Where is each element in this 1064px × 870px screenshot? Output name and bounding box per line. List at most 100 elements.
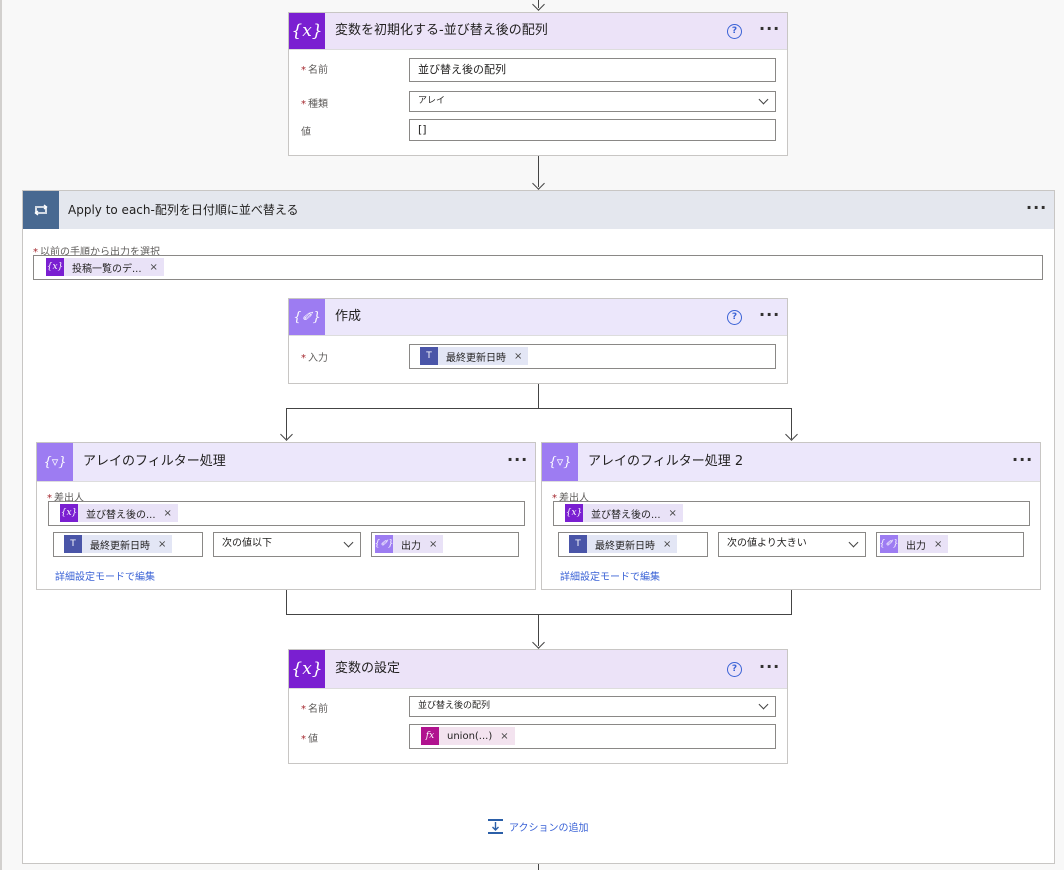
remove-token-icon[interactable]: × <box>668 507 677 519</box>
select-output-label: *以前の手順から出力を選択 <box>33 247 160 258</box>
name-field[interactable]: 並び替え後の配列 <box>409 58 776 82</box>
remove-token-icon[interactable]: × <box>663 538 672 550</box>
token-last-modified[interactable]: T 最終更新日時 × <box>569 535 678 553</box>
filter-array-card-1[interactable]: {▿} アレイのフィルター処理 ··· *差出人 {x} 並び替え後の... ×… <box>36 442 536 590</box>
type-dropdown[interactable]: アレイ <box>409 91 776 112</box>
condition-right-field[interactable]: {✐} 出力 × <box>371 532 519 557</box>
help-icon[interactable]: ? <box>727 24 742 39</box>
left-edge <box>0 0 2 870</box>
value-label: *値 <box>301 734 318 745</box>
operator-value: 次の値以下 <box>222 538 272 549</box>
token-label: 出力 <box>906 540 926 552</box>
token-output[interactable]: {✐} 出力 × <box>375 535 444 553</box>
more-options-icon[interactable]: ··· <box>1026 198 1048 217</box>
remove-token-icon[interactable]: × <box>934 538 943 550</box>
loop-icon <box>23 191 59 229</box>
variable-icon: {x} <box>60 504 78 522</box>
connector-split-stem <box>538 384 539 408</box>
remove-token-icon[interactable]: × <box>158 538 167 550</box>
token-last-modified[interactable]: T 最終更新日時 × <box>64 535 173 553</box>
filter1-header[interactable]: {▿} アレイのフィルター処理 ··· <box>37 443 535 482</box>
condition-left-field[interactable]: T 最終更新日時 × <box>558 532 708 557</box>
compose-icon: {✐} <box>375 535 394 553</box>
name-label: *名前 <box>301 704 328 715</box>
token-last-modified[interactable]: T 最終更新日時 × <box>420 347 529 365</box>
filter-icon: {▿} <box>37 443 73 481</box>
operator-dropdown[interactable]: 次の値以下 <box>213 532 361 557</box>
set-variable-card[interactable]: {x} 変数の設定 ? ··· *名前 並び替え後の配列 *値 fx union… <box>288 649 788 764</box>
operator-dropdown[interactable]: 次の値より大きい <box>718 532 866 557</box>
remove-token-icon[interactable]: × <box>500 730 509 742</box>
more-options-icon[interactable]: ··· <box>759 19 781 38</box>
connector-left <box>286 408 287 439</box>
teams-icon: T <box>569 535 587 553</box>
help-icon[interactable]: ? <box>727 310 742 325</box>
remove-token-icon[interactable]: × <box>514 350 523 362</box>
advanced-mode-link[interactable]: 詳細設定モードで編集 <box>560 572 660 583</box>
set-variable-header[interactable]: {x} 変数の設定 ? ··· <box>289 650 787 689</box>
add-action-label: アクションの追加 <box>509 822 589 834</box>
compose-input-field[interactable]: T 最終更新日時 × <box>409 344 776 369</box>
value-field-value: [] <box>418 123 427 136</box>
chevron-down-icon <box>758 94 769 105</box>
select-output-field[interactable]: {x} 投稿一覧のデ... × <box>33 255 1043 280</box>
connector-merge-right <box>791 590 792 614</box>
chevron-down-icon <box>848 537 859 548</box>
value-field[interactable]: [] <box>409 119 776 141</box>
compose-header[interactable]: {✐} 作成 ? ··· <box>289 299 787 336</box>
set-variable-title: 変数の設定 <box>335 661 401 676</box>
remove-token-icon[interactable]: × <box>429 538 438 550</box>
compose-icon: {✐} <box>880 535 899 553</box>
from-field[interactable]: {x} 並び替え後の... × <box>48 501 525 526</box>
variable-icon: {x} <box>565 504 583 522</box>
expression-icon: fx <box>421 727 439 745</box>
from-field[interactable]: {x} 並び替え後の... × <box>553 501 1030 526</box>
compose-card[interactable]: {✐} 作成 ? ··· *入力 T 最終更新日時 × <box>288 298 788 384</box>
variable-icon: {x} <box>289 650 325 688</box>
input-label: *入力 <box>301 353 328 364</box>
variable-icon: {x} <box>289 13 325 49</box>
filter2-header[interactable]: {▿} アレイのフィルター処理 2 ··· <box>542 443 1040 482</box>
connector-merge-stem <box>538 614 539 646</box>
apply-to-each-title: Apply to each-配列を日付順に並べ替える <box>68 203 299 217</box>
name-dropdown[interactable]: 並び替え後の配列 <box>409 696 776 717</box>
token-label: 出力 <box>401 540 421 552</box>
filter-array-card-2[interactable]: {▿} アレイのフィルター処理 2 ··· *差出人 {x} 並び替え後の...… <box>541 442 1041 590</box>
token-label: 並び替え後の... <box>591 509 661 521</box>
connector-top-arrow <box>532 0 545 11</box>
token-sorted-array[interactable]: {x} 並び替え後の... × <box>60 504 178 522</box>
more-options-icon[interactable]: ··· <box>759 305 781 324</box>
from-label: *差出人 <box>552 493 589 504</box>
token-posts-list[interactable]: {x} 投稿一覧のデ... × <box>46 258 164 276</box>
filter2-title: アレイのフィルター処理 2 <box>588 454 744 469</box>
token-output[interactable]: {✐} 出力 × <box>880 535 949 553</box>
connector-1 <box>538 156 539 187</box>
init-variable-card[interactable]: {x} 変数を初期化する-並び替え後の配列 ? ··· *名前 並び替え後の配列… <box>288 12 788 156</box>
more-options-icon[interactable]: ··· <box>759 657 781 676</box>
value-field[interactable]: fx union(...) × <box>409 724 776 749</box>
remove-token-icon[interactable]: × <box>149 261 158 273</box>
chevron-down-icon <box>343 537 354 548</box>
value-label: 値 <box>301 127 311 138</box>
teams-icon: T <box>420 347 438 365</box>
connector-1-arrow <box>532 177 545 190</box>
condition-right-field[interactable]: {✐} 出力 × <box>876 532 1024 557</box>
advanced-mode-link[interactable]: 詳細設定モードで編集 <box>55 572 155 583</box>
token-label: 最終更新日時 <box>446 352 506 364</box>
init-variable-header[interactable]: {x} 変数を初期化する-並び替え後の配列 ? ··· <box>289 13 787 50</box>
connector-bottom <box>538 864 539 870</box>
from-label: *差出人 <box>47 493 84 504</box>
token-sorted-array[interactable]: {x} 並び替え後の... × <box>565 504 683 522</box>
token-union-expression[interactable]: fx union(...) × <box>421 727 515 745</box>
condition-left-field[interactable]: T 最終更新日時 × <box>53 532 203 557</box>
token-label: 最終更新日時 <box>90 540 150 552</box>
more-options-icon[interactable]: ··· <box>507 450 529 469</box>
add-action-button[interactable]: アクションの追加 <box>487 817 589 835</box>
apply-to-each-header[interactable]: Apply to each-配列を日付順に並べ替える ··· <box>23 191 1054 229</box>
token-label: 投稿一覧のデ... <box>72 263 142 275</box>
add-action-icon <box>488 818 503 834</box>
help-icon[interactable]: ? <box>727 662 742 677</box>
compose-title: 作成 <box>335 309 362 324</box>
remove-token-icon[interactable]: × <box>163 507 172 519</box>
more-options-icon[interactable]: ··· <box>1012 450 1034 469</box>
